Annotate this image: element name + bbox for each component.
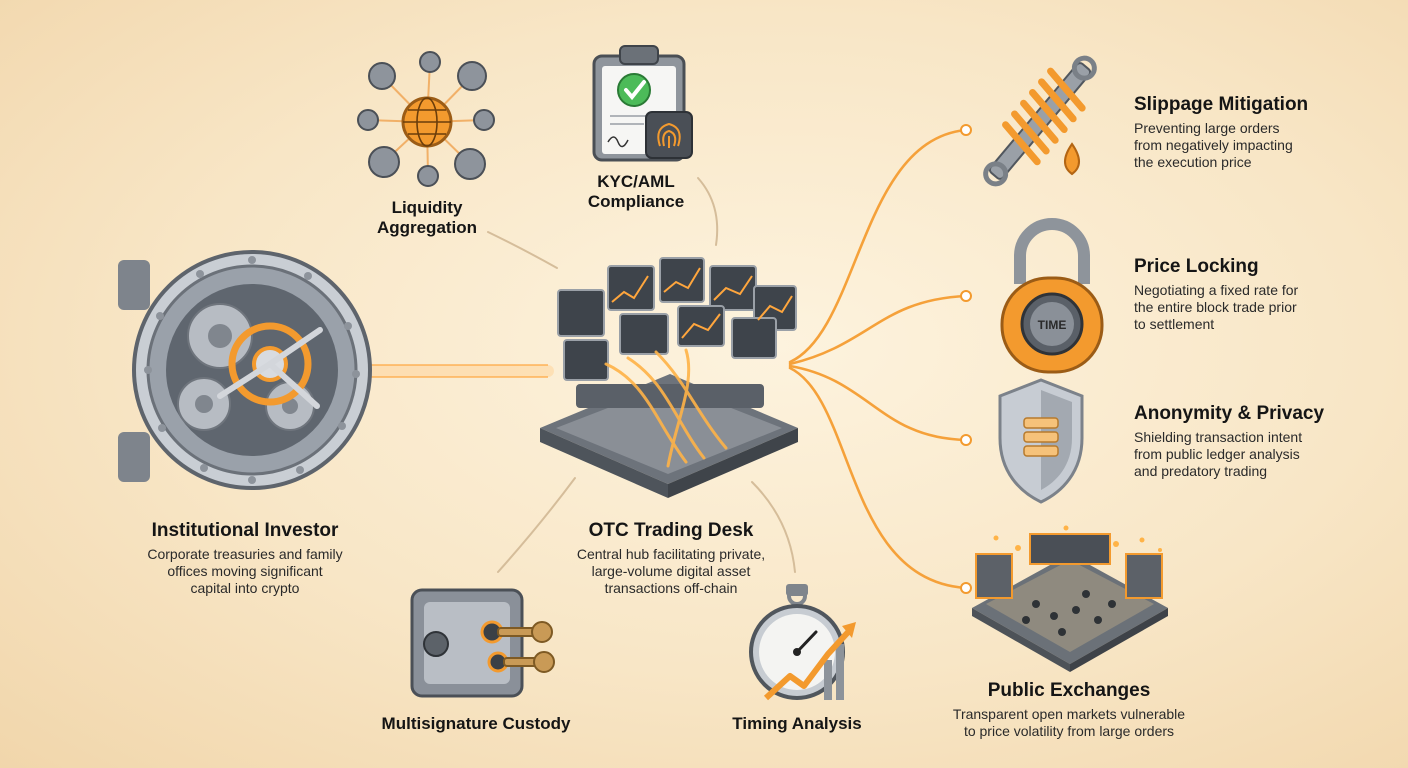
link-price-lock xyxy=(788,294,968,366)
kyc-title-line: Compliance xyxy=(587,192,685,211)
liquidity-label: Liquidity Aggregation xyxy=(352,198,502,238)
trading-desk-icon xyxy=(540,257,798,498)
slippage-desc-line: Preventing large orders xyxy=(1134,120,1280,136)
investor-desc-line: capital into crypto xyxy=(190,580,300,596)
slippage-desc-line: from negatively impacting xyxy=(1134,137,1293,153)
desk-title: OTC Trading Desk xyxy=(588,520,754,541)
price-lock-desc-line: the entire block trade prior xyxy=(1134,299,1297,315)
exchanges-desc-line: to price volatility from large orders xyxy=(963,723,1175,739)
price-lock-desc-line: Negotiating a fixed rate for xyxy=(1134,282,1299,298)
link-timing xyxy=(751,481,796,573)
vault-door-icon xyxy=(118,250,372,490)
shield-icon xyxy=(998,378,1084,504)
desk-desc-line: transactions off-chain xyxy=(604,580,738,596)
timing-label: Timing Analysis xyxy=(712,714,882,734)
liquidity-title-line: Aggregation xyxy=(376,218,478,237)
globe-network-icon xyxy=(357,51,495,187)
slippage-title: Slippage Mitigation xyxy=(1134,94,1309,115)
anonymity-desc-line: from public ledger analysis xyxy=(1134,446,1300,462)
exchanges-title: Public Exchanges xyxy=(987,680,1151,701)
investor-desc-line: Corporate treasuries and family xyxy=(147,546,343,562)
desk-desc-line: large-volume digital asset xyxy=(591,563,751,579)
link-anonymity xyxy=(788,364,968,442)
exchange-floor-icon xyxy=(972,525,1168,672)
clipboard-check-icon xyxy=(592,45,693,162)
price-lock-label: Price Locking Negotiating a fixed rate f… xyxy=(1134,256,1384,333)
padlock-icon: TIME xyxy=(1000,218,1104,374)
liquidity-title-line: Liquidity xyxy=(391,198,463,217)
custody-label: Multisignature Custody xyxy=(366,714,586,734)
link-exchanges xyxy=(788,366,968,590)
stopwatch-chart-icon xyxy=(749,584,856,701)
anonymity-label: Anonymity & Privacy Shielding transactio… xyxy=(1134,403,1384,480)
desk-desc-line: Central hub facilitating private, xyxy=(576,546,766,562)
slippage-label: Slippage Mitigation Preventing large ord… xyxy=(1134,94,1384,171)
price-lock-desc-line: to settlement xyxy=(1134,316,1215,332)
link-kyc xyxy=(697,177,719,246)
investor-title: Institutional Investor xyxy=(151,520,339,541)
anonymity-desc-line: Shielding transaction intent xyxy=(1134,429,1303,445)
kyc-label: KYC/AML Compliance xyxy=(566,172,706,212)
kyc-title-line: KYC/AML xyxy=(597,172,675,191)
price-lock-title: Price Locking xyxy=(1134,256,1259,277)
investor-label: Institutional Investor Corporate treasur… xyxy=(110,520,380,597)
lock-time-label: TIME xyxy=(1038,318,1067,332)
link-custody xyxy=(497,477,576,573)
exchanges-label: Public Exchanges Transparent open market… xyxy=(924,680,1214,740)
anonymity-desc-line: and predatory trading xyxy=(1134,463,1268,479)
anonymity-title: Anonymity & Privacy xyxy=(1134,403,1325,424)
link-liquidity xyxy=(487,231,558,269)
link-slippage xyxy=(788,128,968,364)
shock-absorber-icon xyxy=(983,55,1097,187)
slippage-desc-line: the execution price xyxy=(1134,154,1252,170)
exchanges-desc-line: Transparent open markets vulnerable xyxy=(952,706,1186,722)
custody-title: Multisignature Custody xyxy=(381,714,571,733)
safe-keys-icon xyxy=(410,588,555,698)
timing-title: Timing Analysis xyxy=(732,714,862,733)
investor-desc-line: offices moving significant xyxy=(167,563,323,579)
desk-label: OTC Trading Desk Central hub facilitatin… xyxy=(536,520,806,597)
